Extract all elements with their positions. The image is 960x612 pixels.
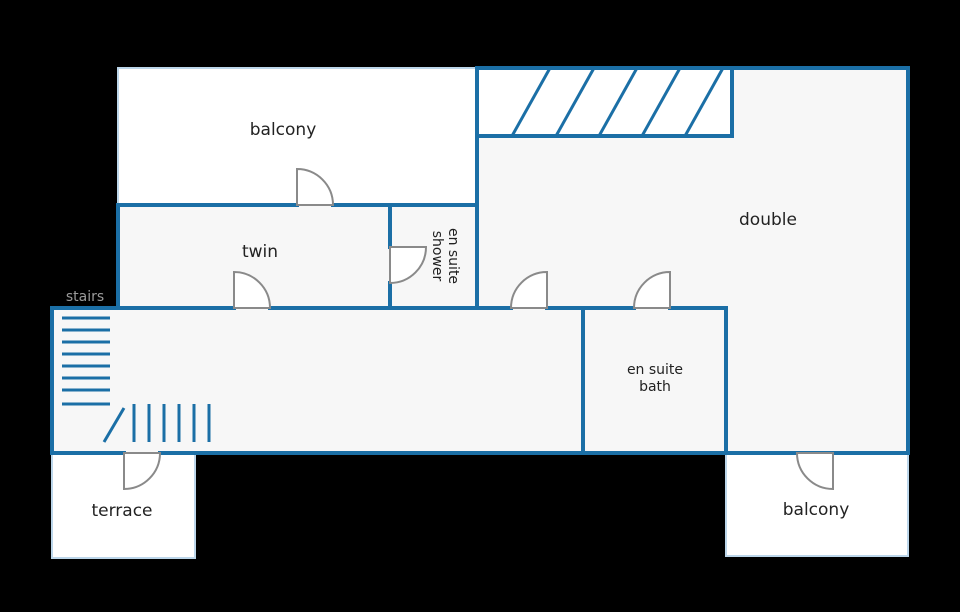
room-label-ensuite-bath-line1: en suite bbox=[627, 362, 683, 378]
hallway-fill bbox=[52, 308, 583, 453]
room-label-ensuite-bath-line2: bath bbox=[639, 379, 671, 395]
door-ensuite-shower bbox=[389, 246, 428, 285]
room-label-balcony-bottom: balcony bbox=[783, 500, 850, 520]
door-balcony-bottom bbox=[795, 452, 834, 491]
door-twin bbox=[233, 270, 272, 309]
room-label-balcony-top: balcony bbox=[250, 120, 317, 140]
room-label-ensuite-shower-line1: en suite bbox=[445, 228, 461, 284]
stairs-steps bbox=[62, 316, 211, 443]
door-double bbox=[509, 270, 548, 309]
room-label-ensuite-shower: en suite shower bbox=[429, 228, 461, 284]
ensuite-bath-fill bbox=[583, 308, 726, 453]
room-label-double: double bbox=[739, 210, 797, 230]
room-label-twin: twin bbox=[242, 242, 278, 262]
door-balcony-top bbox=[296, 167, 335, 206]
doors bbox=[123, 167, 834, 491]
door-terrace bbox=[123, 452, 162, 491]
hatched-strip bbox=[477, 67, 734, 138]
door-ensuite-bath bbox=[632, 270, 671, 309]
room-label-stairs: stairs bbox=[66, 289, 104, 305]
room-label-terrace: terrace bbox=[91, 501, 152, 521]
room-label-ensuite-shower-line2: shower bbox=[429, 231, 445, 282]
